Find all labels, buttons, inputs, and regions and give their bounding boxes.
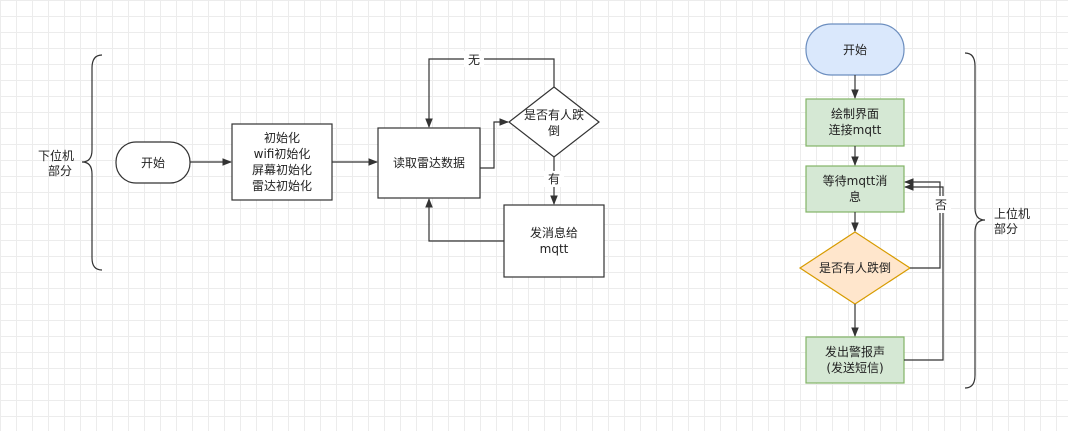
lower-init-line1: 初始化 (264, 131, 300, 145)
edge-lower-yes-label: 有 (548, 172, 560, 186)
upper-alarm-node[interactable] (805, 336, 905, 384)
lower-decision-line1: 是否有人跌 (524, 107, 584, 122)
lower-section-label-line2: 部分 (48, 163, 72, 178)
upper-wait-mqtt-line1: 等待mqtt消 (823, 174, 888, 188)
lower-decision-node[interactable] (508, 86, 600, 158)
upper-decision-label: 是否有人跌倒 (819, 260, 891, 275)
edge-lower-no-label-bg (464, 51, 484, 67)
edge-upper-no-label: 否 (935, 198, 947, 212)
upper-section-label-line2: 部分 (994, 221, 1018, 236)
upper-start-label: 开始 (843, 43, 867, 57)
lower-send-mqtt-line2: mqtt (540, 242, 569, 256)
lower-read-radar-label: 读取雷达数据 (393, 155, 465, 170)
edge-upper-decision-no-loop (904, 178, 941, 269)
edge-lower-yes-label-bg (544, 171, 564, 187)
edge-lower-decision-no-loop (425, 58, 555, 128)
lower-decision-line2: 倒 (548, 124, 560, 138)
lower-init-line4: 雷达初始化 (252, 179, 312, 193)
lower-section-label-line1: 下位机 (38, 148, 74, 163)
edge-upper-alarm-loop (904, 183, 944, 361)
edge-lower-no-label: 无 (468, 53, 480, 67)
upper-alarm-line2: (发送短信) (826, 360, 883, 375)
lower-send-mqtt-node[interactable] (503, 204, 605, 278)
upper-section-brace (964, 52, 986, 389)
lower-send-mqtt-line1: 发消息给 (530, 225, 578, 240)
upper-draw-ui-line1: 绘制界面 (831, 106, 879, 121)
edge-upper-no-label-bg (931, 196, 951, 213)
upper-wait-mqtt-node[interactable] (805, 165, 905, 213)
upper-section-label-line1: 上位机 (994, 206, 1030, 221)
lower-read-radar-node[interactable] (377, 127, 481, 199)
lower-init-line3: 屏幕初始化 (252, 163, 312, 177)
upper-wait-mqtt-line2: 息 (849, 189, 861, 204)
lower-section: 下位机 部分 开始 初始化 wifi初始化 屏幕初始化 雷达初始化 读取雷达数据… (38, 51, 605, 278)
upper-section: 开始 绘制界面 连接mqtt 等待mqtt消 息 是否有人跌倒 发出警报声 (发… (798, 23, 1030, 389)
lower-section-brace (81, 54, 103, 271)
lower-init-line2: wifi初始化 (254, 147, 311, 161)
edge-lower-read-to-decision (480, 118, 509, 169)
lower-start-label: 开始 (141, 156, 165, 170)
lower-init-node[interactable] (231, 123, 333, 201)
upper-draw-ui-line2: 连接mqtt (829, 122, 882, 137)
edge-lower-send-to-read (425, 198, 504, 242)
upper-alarm-line1: 发出警报声 (825, 344, 885, 359)
